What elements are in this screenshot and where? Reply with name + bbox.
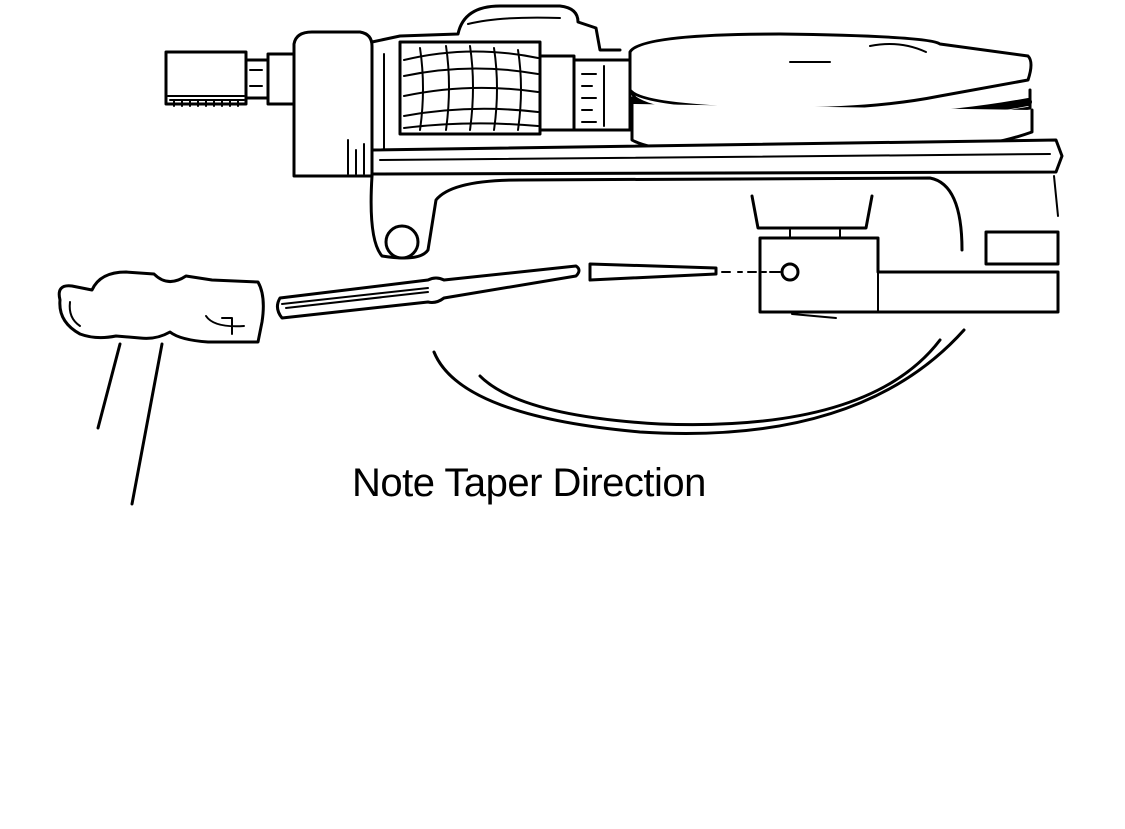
clamp-body [292, 4, 622, 178]
under-mount [750, 194, 874, 241]
mandrel-coil [398, 40, 576, 136]
feed-screw [164, 50, 296, 107]
ball-peen-hammer [57, 270, 265, 506]
tube-bender-tool [164, 4, 1064, 319]
scale-block [572, 58, 632, 132]
base-plate [370, 138, 1064, 176]
bending-wheel [628, 32, 1034, 160]
swing-arc [432, 328, 966, 435]
pivot-hole [384, 224, 420, 260]
tapered-pin [588, 262, 781, 282]
pin-hole [780, 262, 800, 282]
frame-arms [369, 174, 1059, 260]
drift-punch [275, 264, 581, 320]
jaw-block [758, 230, 1060, 319]
caption: Note Taper Direction [352, 461, 706, 505]
